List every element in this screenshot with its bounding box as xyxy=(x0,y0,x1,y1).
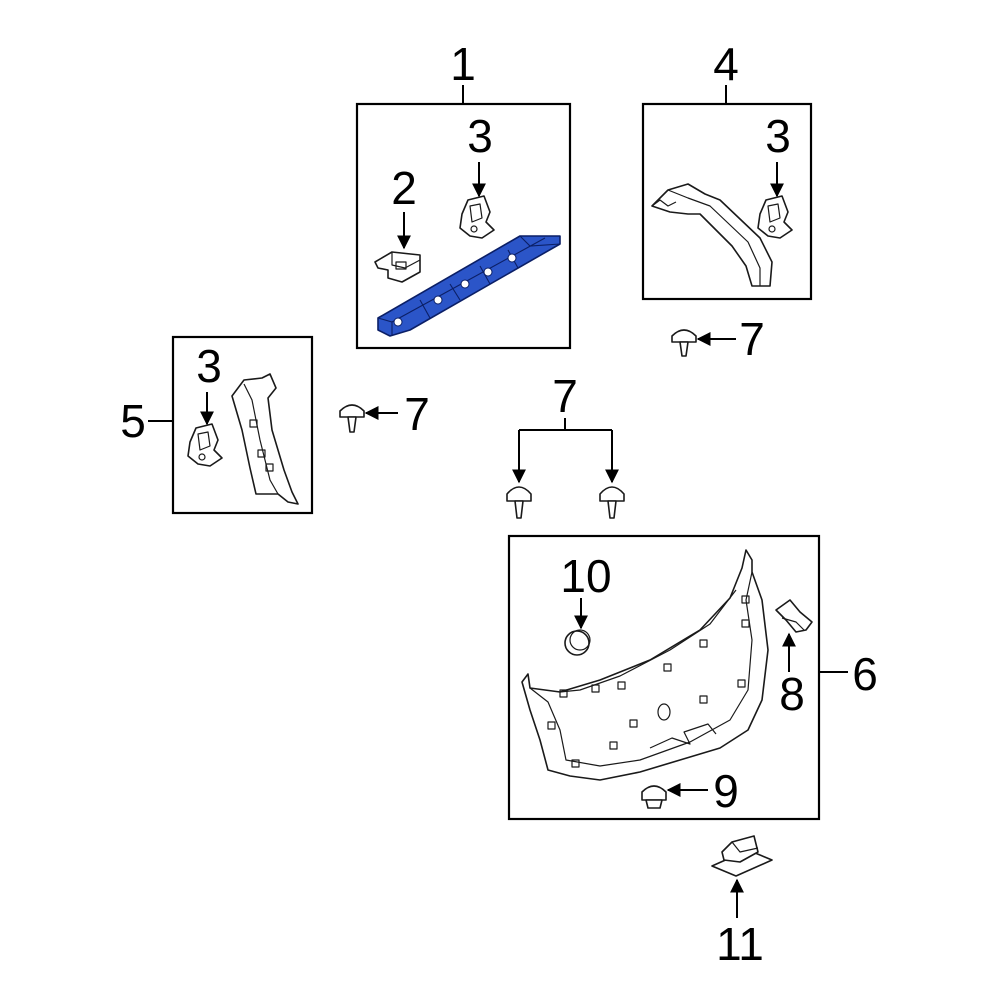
group-4-upper-trim-assembly: 4 3 xyxy=(641,38,813,301)
part-8-clip[interactable] xyxy=(775,599,813,633)
group-5-side-trim-assembly: 5 3 xyxy=(120,335,314,515)
part-9-fastener[interactable] xyxy=(641,785,667,809)
callout-7-center: 7 xyxy=(552,370,578,422)
callout-8: 8 xyxy=(779,668,805,720)
callout-7-double: 7 xyxy=(512,370,619,484)
part-7-push-pin-left[interactable] xyxy=(339,404,365,433)
part-7-push-pin-center-left[interactable] xyxy=(506,486,532,519)
callout-3-group-5: 3 xyxy=(196,340,222,392)
group-6-box xyxy=(507,534,821,821)
part-3-clip-group-1[interactable] xyxy=(459,195,495,239)
group-6-liftgate-trim-assembly: 6 10 xyxy=(507,534,878,821)
callout-1: 1 xyxy=(450,38,476,90)
part-4-upper-trim[interactable] xyxy=(651,183,773,287)
callout-3-group-4: 3 xyxy=(765,110,791,162)
part-2-clip[interactable] xyxy=(374,251,421,283)
part-1-sill-plate-highlighted[interactable] xyxy=(377,235,561,337)
group-5-box xyxy=(171,335,314,515)
callout-7-left: 7 xyxy=(404,388,430,440)
part-6-liftgate-trim-panel[interactable] xyxy=(521,549,769,781)
callout-4: 4 xyxy=(713,38,739,90)
callout-6: 6 xyxy=(852,648,878,700)
callout-7-right: 7 xyxy=(739,313,765,365)
part-3-clip-group-4[interactable] xyxy=(757,195,793,239)
callout-11: 11 xyxy=(716,918,764,970)
callout-3-group-1: 3 xyxy=(467,110,493,162)
part-7-push-pin-center-right[interactable] xyxy=(599,486,625,519)
part-5-side-trim[interactable] xyxy=(231,373,299,505)
callout-5: 5 xyxy=(120,395,146,447)
callout-2: 2 xyxy=(391,162,417,214)
group-1-sill-plate-assembly: 1 2 3 xyxy=(355,38,572,350)
callout-9: 9 xyxy=(713,765,739,817)
part-3-clip-group-5[interactable] xyxy=(187,423,223,467)
part-10-cap[interactable] xyxy=(564,629,591,656)
part-7-push-pin-right[interactable] xyxy=(671,329,697,357)
part-11-bumper[interactable] xyxy=(711,835,773,877)
callout-10: 10 xyxy=(560,550,611,602)
